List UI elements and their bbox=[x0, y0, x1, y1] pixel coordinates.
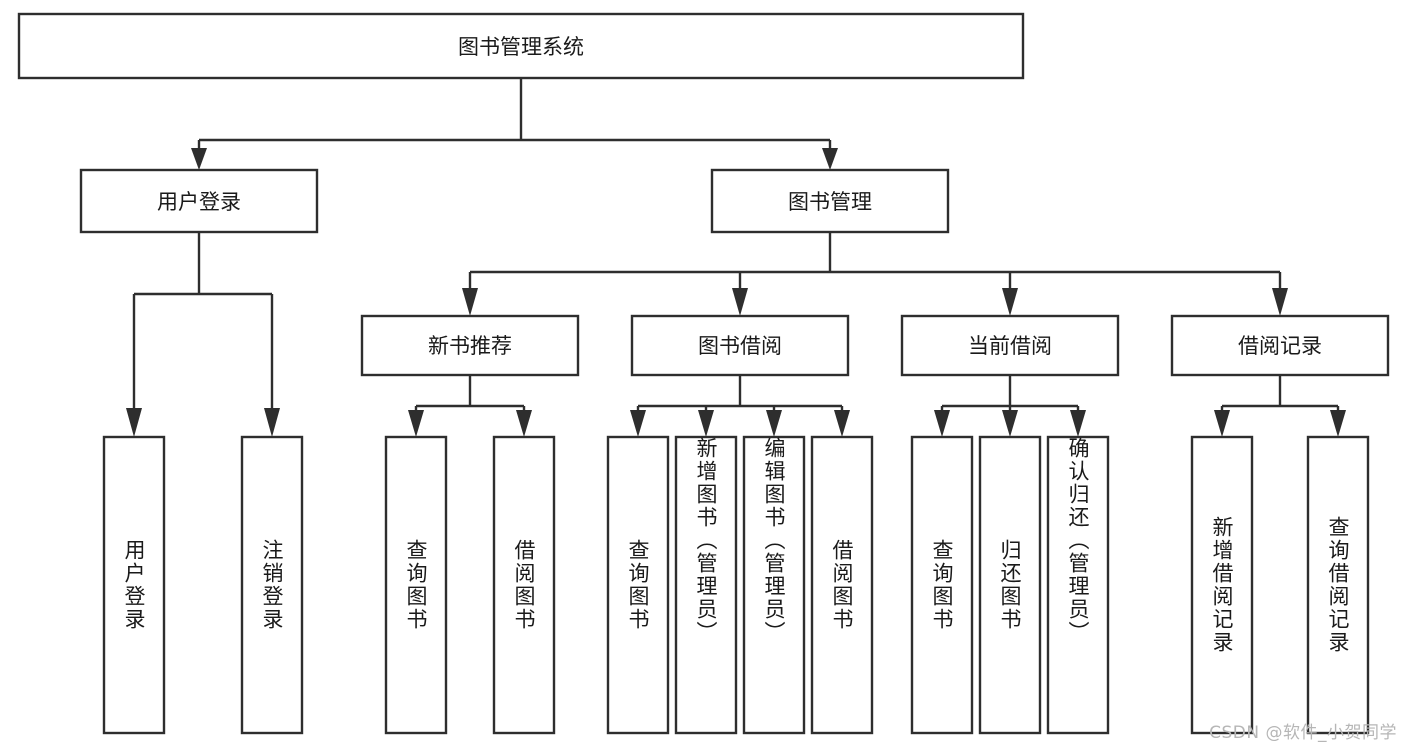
connectors-book-borrow-to-leaves bbox=[630, 375, 850, 437]
arrow-head-l3-1 bbox=[462, 288, 478, 316]
leaf-book-borrow-2-label: 编辑图书（管理员） bbox=[762, 437, 787, 644]
leaf-book-borrow-0-label: 查询图书 bbox=[626, 539, 651, 631]
node-leaf-current-borrow-2-box[interactable] bbox=[1046, 435, 1110, 735]
arrow-head-bb2 bbox=[698, 410, 714, 437]
arrow-head-nb1 bbox=[408, 410, 424, 437]
arrow-head-l3-2 bbox=[732, 288, 748, 316]
connectors-current-borrow-to-leaves bbox=[934, 375, 1086, 437]
leaf-current-borrow-2-label: 确认归还（管理员） bbox=[1066, 437, 1091, 644]
node-borrow-record-box[interactable] bbox=[1170, 314, 1390, 377]
node-borrow-record-label: 借阅记录 bbox=[1238, 334, 1322, 358]
node-root-box[interactable] bbox=[17, 12, 1025, 80]
leaf-current-borrow-1[interactable]: 归还图书 bbox=[980, 437, 1040, 733]
connectors-user-login-to-leaves bbox=[126, 232, 280, 437]
arrow-head-u2 bbox=[264, 408, 280, 437]
leaf-borrow-record-0-label: 新增借阅记录 bbox=[1210, 516, 1235, 654]
node-leaf-borrow-record-1-box[interactable] bbox=[1306, 435, 1370, 735]
leaf-book-borrow-3-label: 借阅图书 bbox=[830, 539, 855, 631]
leaf-new-book-0[interactable]: 查询图书 bbox=[386, 437, 446, 733]
leaf-book-borrow-2[interactable]: 编辑图书（管理员） bbox=[744, 437, 804, 733]
leaf-new-book-0-label: 查询图书 bbox=[404, 539, 429, 631]
leaf-current-borrow-2[interactable]: 确认归还（管理员） bbox=[1048, 437, 1108, 733]
node-leaf-book-borrow-3-box[interactable] bbox=[810, 435, 874, 735]
leaf-current-borrow-1-label: 归还图书 bbox=[998, 539, 1023, 631]
connectors-borrow-record-to-leaves bbox=[1214, 375, 1346, 437]
connectors-new-book-to-leaves bbox=[408, 375, 532, 437]
arrow-head-bb4 bbox=[834, 410, 850, 437]
node-leaf-user-login-1-box[interactable] bbox=[240, 435, 304, 735]
node-book-borrow-label: 图书借阅 bbox=[698, 334, 782, 358]
node-book-mgmt-label: 图书管理 bbox=[788, 190, 872, 214]
connectors-book-mgmt-to-level3 bbox=[462, 232, 1288, 316]
leaf-user-login-0-label: 用户登录 bbox=[122, 539, 147, 631]
connectors-root-to-level2 bbox=[191, 78, 838, 170]
node-root-label: 图书管理系统 bbox=[458, 35, 584, 59]
arrow-head-cb2 bbox=[1002, 410, 1018, 437]
leaf-new-book-1-label: 借阅图书 bbox=[512, 539, 537, 631]
leaf-borrow-record-1[interactable]: 查询借阅记录 bbox=[1308, 437, 1368, 733]
node-current-borrow-box[interactable] bbox=[900, 314, 1120, 377]
node-user-login-label: 用户登录 bbox=[157, 190, 241, 214]
node-user-login-box[interactable] bbox=[79, 168, 319, 234]
node-leaf-book-borrow-2-box[interactable] bbox=[742, 435, 806, 735]
arrow-head-br2 bbox=[1330, 410, 1346, 437]
arrow-head-u1 bbox=[126, 408, 142, 437]
leaf-user-login-1[interactable]: 注销登录 bbox=[242, 437, 302, 733]
arrow-head-l3-4 bbox=[1272, 288, 1288, 316]
node-book-borrow-box[interactable] bbox=[630, 314, 850, 377]
arrow-head-br1 bbox=[1214, 410, 1230, 437]
leaf-book-borrow-3[interactable]: 借阅图书 bbox=[812, 437, 872, 733]
arrow-head-nb2 bbox=[516, 410, 532, 437]
arrow-head-cb1 bbox=[934, 410, 950, 437]
leaf-book-borrow-1[interactable]: 新增图书（管理员） bbox=[676, 437, 736, 733]
node-leaf-new-book-1-box[interactable] bbox=[492, 435, 556, 735]
node-leaf-current-borrow-0-box[interactable] bbox=[910, 435, 974, 735]
arrow-head-user-login bbox=[191, 148, 207, 170]
node-book-mgmt-box[interactable] bbox=[710, 168, 950, 234]
node-new-book-label: 新书推荐 bbox=[428, 334, 512, 358]
node-leaf-book-borrow-1-box[interactable] bbox=[674, 435, 738, 735]
leaf-user-login-0[interactable]: 用户登录 bbox=[104, 437, 164, 733]
node-leaf-book-borrow-0-box[interactable] bbox=[606, 435, 670, 735]
leaf-user-login-1-label: 注销登录 bbox=[260, 539, 285, 631]
arrow-head-cb3 bbox=[1070, 410, 1086, 437]
arrow-head-bb1 bbox=[630, 410, 646, 437]
arrow-head-l3-3 bbox=[1002, 288, 1018, 316]
leaf-book-borrow-1-label: 新增图书（管理员） bbox=[694, 437, 719, 644]
node-leaf-current-borrow-1-box[interactable] bbox=[978, 435, 1042, 735]
leaf-current-borrow-0-label: 查询图书 bbox=[930, 539, 955, 631]
arrow-head-book-mgmt bbox=[822, 148, 838, 170]
node-leaf-new-book-0-box[interactable] bbox=[384, 435, 448, 735]
leaf-current-borrow-0[interactable]: 查询图书 bbox=[912, 437, 972, 733]
node-new-book-box[interactable] bbox=[360, 314, 580, 377]
node-leaf-user-login-0-box[interactable] bbox=[102, 435, 166, 735]
leaf-new-book-1[interactable]: 借阅图书 bbox=[494, 437, 554, 733]
leaf-borrow-record-0[interactable]: 新增借阅记录 bbox=[1192, 437, 1252, 733]
node-current-borrow-label: 当前借阅 bbox=[968, 334, 1052, 358]
leaf-book-borrow-0[interactable]: 查询图书 bbox=[608, 437, 668, 733]
leaf-borrow-record-1-label: 查询借阅记录 bbox=[1326, 516, 1351, 654]
arrow-head-bb3 bbox=[766, 410, 782, 437]
node-leaf-borrow-record-0-box[interactable] bbox=[1190, 435, 1254, 735]
